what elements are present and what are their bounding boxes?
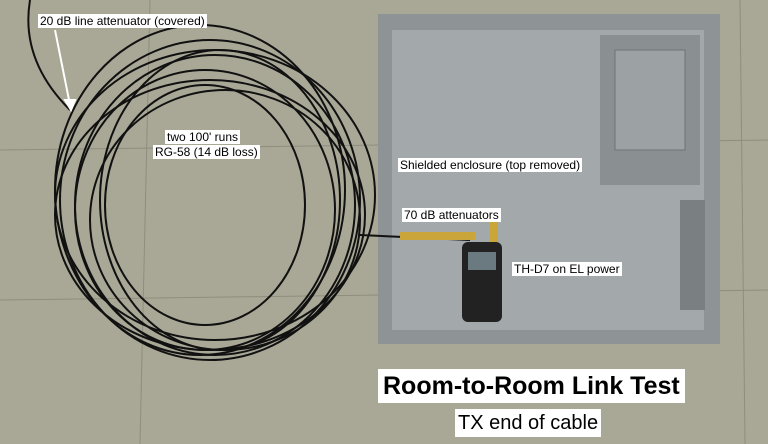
line-attenuator-label: 20 dB line attenuator (covered): [38, 14, 207, 28]
cable-runs-label: two 100' runs: [165, 130, 240, 144]
enclosure-label: Shielded enclosure (top removed): [398, 158, 583, 172]
caption-title: Room-to-Room Link Test: [378, 369, 685, 403]
enclosure: [378, 14, 720, 344]
coaxial-cable-coil: [27, 0, 471, 361]
attenuators-label: 70 dB attenuators: [402, 208, 501, 222]
attenuators: [400, 222, 498, 252]
cable-type-label: RG-58 (14 dB loss): [153, 145, 260, 159]
pointer-arrow: [54, 29, 77, 113]
handheld-radio: [462, 242, 502, 322]
radio-label: TH-D7 on EL power: [512, 262, 622, 276]
caption-subtitle: TX end of cable: [455, 409, 602, 437]
